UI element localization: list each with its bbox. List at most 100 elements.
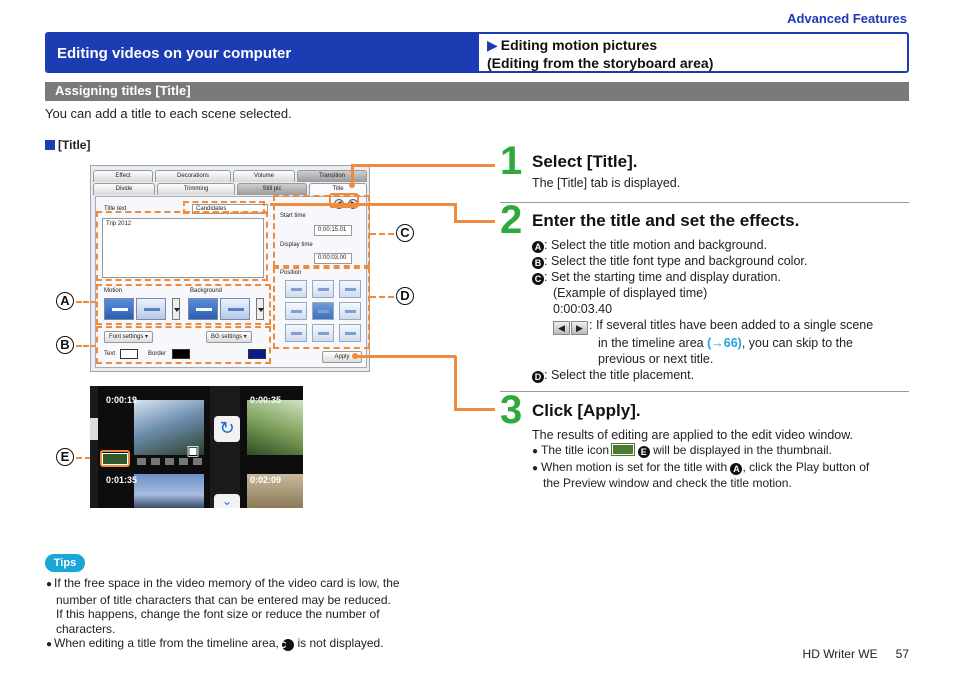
step-2-a-text: : Select the title motion and background… [544, 238, 768, 252]
callout-b-line [76, 345, 96, 347]
step-3-text: The results of editing are applied to th… [532, 428, 854, 442]
step-2-number: 2 [500, 198, 523, 242]
scene-thumbnail-4[interactable] [247, 474, 303, 508]
step-1-text: The [Title] tab is displayed. [532, 176, 681, 190]
background-color-swatch[interactable] [248, 349, 266, 359]
position-middle-right-button[interactable] [339, 302, 361, 320]
tab-volume[interactable]: Volume [233, 170, 295, 182]
step-2-nav-text-1: : If several titles have been added to a… [589, 318, 874, 332]
motion-label: Motion [104, 288, 123, 294]
blue-square-icon [45, 140, 55, 150]
title-text-highlight [96, 211, 268, 281]
step-3-bullet-2-c: the Preview window and check the title m… [543, 476, 792, 490]
header-subtitle-line1: Editing motion pictures [500, 37, 658, 53]
page-66-link[interactable]: (→66) [707, 336, 742, 350]
step-3-bullet-2-b: , click the Play button of [742, 459, 870, 474]
label-e-icon: E [637, 446, 650, 458]
intro-text: You can add a title to each scene select… [45, 106, 292, 121]
step1-leader-h [351, 164, 495, 167]
motion-option-2-button[interactable] [136, 298, 166, 320]
step-2-c-text: : Set the starting time and display dura… [544, 270, 781, 284]
position-bottom-left-button[interactable] [285, 324, 307, 342]
rotate-icon[interactable]: ↻ [214, 416, 240, 442]
callout-d-badge: D [396, 287, 414, 305]
step-2-b-text: : Select the title font type and backgro… [544, 254, 808, 268]
tab-still-pic[interactable]: Still pic [237, 183, 307, 195]
header-title: Editing videos on your computer [47, 34, 479, 71]
page-number: 57 [895, 647, 909, 661]
tab-transition[interactable]: Transition [297, 170, 367, 182]
step-divider-2 [500, 391, 909, 392]
display-time-input[interactable]: 0:00:03.00 [314, 253, 352, 264]
nav-buttons-icon: ◀▶ [553, 319, 589, 335]
tip-1-line-2: number of title characters that can be e… [56, 592, 391, 607]
position-grid-highlight [273, 267, 370, 349]
background-option-2-button[interactable] [220, 298, 250, 320]
position-bottom-right-button[interactable] [339, 324, 361, 342]
step3-leader-h [454, 408, 495, 411]
background-option-1-button[interactable] [188, 298, 218, 320]
scene-thumbnail-1[interactable] [134, 400, 204, 455]
font-settings-label: Font settings [109, 334, 144, 340]
time-settings-highlight [273, 195, 370, 267]
label-c-icon: C [532, 273, 544, 285]
position-middle-center-button[interactable] [312, 302, 334, 320]
position-top-center-button[interactable] [312, 280, 334, 298]
title-tag: [Title] [45, 138, 90, 152]
title-tag-label: [Title] [58, 138, 91, 152]
position-top-right-button[interactable] [339, 280, 361, 298]
title-text-label: Title text [104, 206, 127, 212]
callout-a-badge: A [56, 292, 74, 310]
start-time-input[interactable]: 0:00:15.01 [314, 225, 352, 236]
callout-e-line [76, 457, 100, 459]
scene-thumbnail-3[interactable] [134, 474, 204, 508]
tip-1: If the free space in the video memory of… [46, 576, 436, 636]
callout-e-badge: E [56, 448, 74, 466]
step-3-bullet-2-a: When motion is set for the title with [541, 459, 731, 474]
position-top-left-button[interactable] [285, 280, 307, 298]
timeline-thumbnails: 0:00:19 0:00:35 0:01:35 0:02:09 ▣ ↻ ⌄ [90, 386, 303, 508]
header-subtitle-line2: (Editing from the storyboard area) [487, 55, 714, 71]
bg-settings-label: BG settings [211, 334, 243, 340]
scene-thumbnail-2[interactable] [247, 400, 303, 455]
step-2-c-example-value: 0:00:03.40 [553, 302, 613, 316]
position-middle-left-button[interactable] [285, 302, 307, 320]
title-text-input[interactable]: Trip 2012 [102, 218, 264, 278]
step-2-nav-line: ◀▶: If several titles have been added to… [532, 317, 912, 335]
step3-leader-v [454, 356, 457, 410]
text-color-label: Text [104, 351, 116, 357]
step-1-number: 1 [500, 139, 523, 183]
bg-settings-button[interactable]: BG settings ▾ [206, 331, 252, 343]
tip-2-a: When editing a title from the timeline a… [54, 636, 283, 650]
motion-dropdown-button[interactable] [172, 298, 180, 320]
timecode-2: 0:00:35 [250, 395, 282, 405]
motion-option-1-button[interactable] [104, 298, 134, 320]
step-3-title: Click [Apply]. [532, 401, 641, 420]
position-bottom-center-button[interactable] [312, 324, 334, 342]
subheading: Assigning titles [Title] [45, 82, 909, 101]
step2-leader-top [270, 203, 456, 206]
callout-d-line [370, 296, 394, 298]
step-2-nav-text-4: previous or next title. [598, 352, 714, 366]
tab-trimming[interactable]: Trimming [157, 183, 235, 195]
callout-b-badge: B [56, 336, 74, 354]
motion-background-highlight [96, 284, 271, 325]
tab-decorations[interactable]: Decorations [155, 170, 231, 182]
label-a-icon: A [532, 241, 544, 253]
position-label: Position [280, 270, 302, 276]
chevron-down-icon[interactable]: ⌄ [214, 494, 240, 508]
footer-product: HD Writer WE [802, 647, 878, 661]
background-dropdown-button[interactable] [256, 298, 264, 320]
tab-effect[interactable]: Effect [93, 170, 153, 182]
tip-1-line-4: characters. [56, 621, 116, 636]
display-time-label: Display time [280, 242, 313, 248]
tip-2-b: is not displayed. [294, 636, 384, 650]
step-3-bullet-2: When motion is set for the title with A,… [532, 460, 912, 477]
border-color-swatch[interactable] [172, 349, 190, 359]
tab-divide[interactable]: Divide [93, 183, 155, 195]
font-settings-button[interactable]: Font settings ▾ [104, 331, 154, 343]
candidates-dropdown-value: Candidates [196, 206, 227, 212]
tip-1-line-3: If this happens, change the font size or… [56, 607, 380, 621]
text-color-swatch[interactable] [120, 349, 138, 359]
step-2-d-line: D: Select the title placement. [532, 367, 912, 383]
